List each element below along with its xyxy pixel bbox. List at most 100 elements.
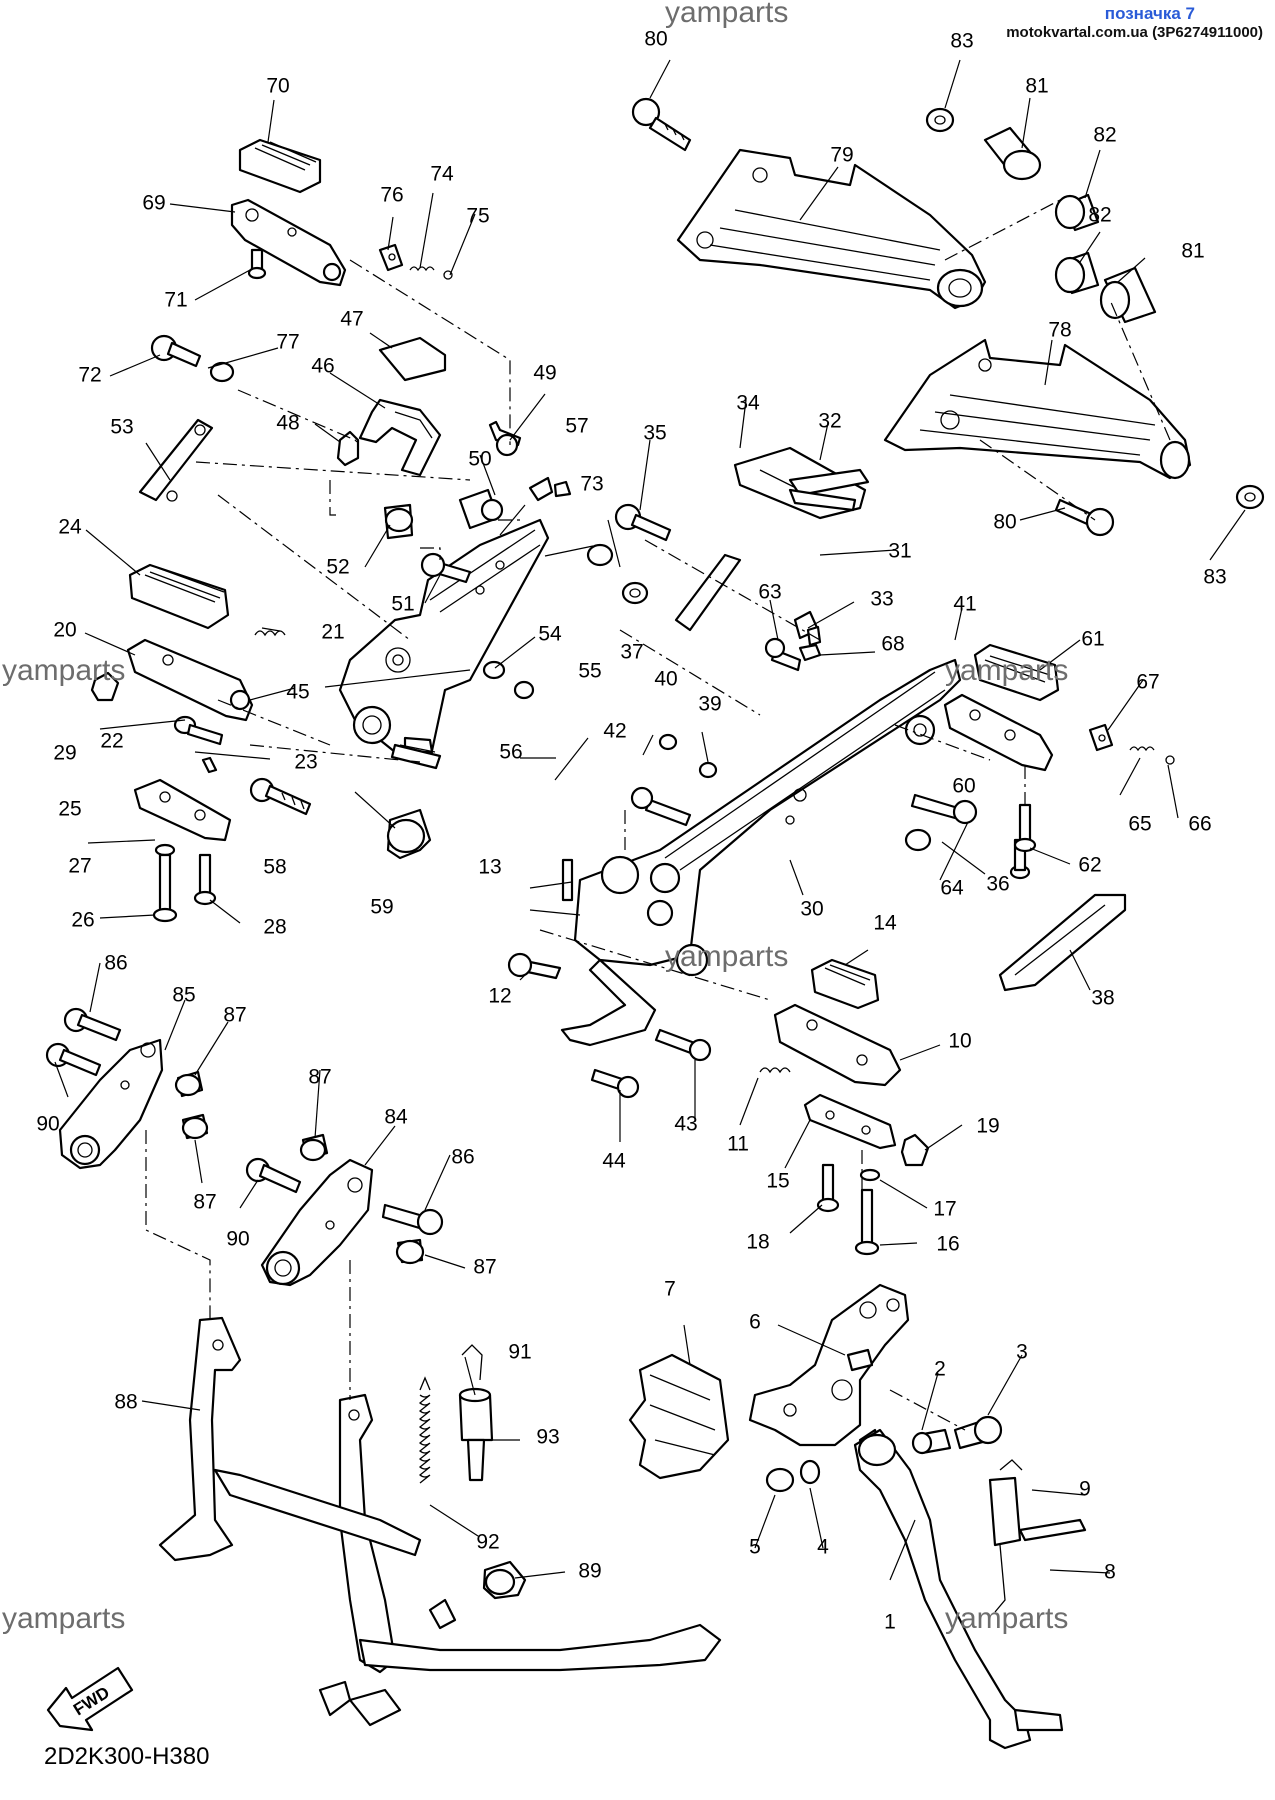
callout-9: 9 (1079, 1478, 1091, 1501)
callout-86-top: 86 (104, 952, 127, 975)
callout-70: 70 (266, 75, 289, 98)
callout-79: 79 (830, 144, 853, 167)
bolts-center (507, 503, 1031, 1099)
callout-2: 2 (934, 1358, 946, 1381)
bolts-80 (631, 97, 1115, 537)
callout-74: 74 (430, 163, 454, 186)
callout-78: 78 (1048, 319, 1071, 342)
callout-71: 71 (164, 289, 187, 312)
callout-55: 55 (578, 660, 601, 683)
fwd-arrow-icon: FWD (46, 1666, 134, 1732)
watermark: yamparts (945, 654, 1069, 687)
callout-40: 40 (654, 668, 677, 691)
main-frame-bracket-30 (560, 658, 962, 1047)
callout-86-right: 86 (451, 1146, 474, 1169)
callout-34: 34 (736, 392, 760, 415)
callout-16: 16 (936, 1233, 959, 1256)
leader-lines (54, 59, 1246, 1581)
callout-45: 45 (286, 681, 309, 704)
callout-87-right: 87 (473, 1256, 496, 1279)
callout-29: 29 (53, 742, 76, 765)
callout-67: 67 (1136, 671, 1159, 694)
callout-92: 92 (476, 1531, 499, 1554)
callout-31: 31 (888, 540, 911, 563)
callout-52: 52 (326, 556, 349, 579)
callout-87-top: 87 (223, 1004, 246, 1027)
bracket-lower-58-59 (249, 743, 442, 860)
bracket-45-main (338, 476, 554, 762)
callout-22: 22 (100, 730, 123, 753)
callout-10: 10 (948, 1030, 971, 1053)
callout-14: 14 (873, 912, 897, 935)
footrest-rubber-70 (238, 138, 322, 194)
callout-27: 27 (68, 855, 91, 878)
callout-12: 12 (488, 985, 511, 1008)
callout-25: 25 (58, 798, 81, 821)
rear-footrest-bracket-79 (676, 148, 987, 310)
plate-53 (138, 418, 214, 502)
callout-68: 68 (881, 633, 904, 656)
bolts-86-87-90-left (45, 1007, 209, 1140)
centre-stand-88 (158, 1316, 722, 1727)
bolts-small-top-left (150, 243, 453, 383)
callout-28: 28 (263, 916, 286, 939)
footrest-24-assembly (90, 563, 286, 842)
callout-73: 73 (580, 473, 603, 496)
watermark: yamparts (945, 1602, 1069, 1635)
nuts-washers-left-bracket (383, 480, 614, 754)
callout-42: 42 (603, 720, 626, 743)
plates-31-32 (674, 446, 870, 647)
callout-61: 61 (1081, 628, 1104, 651)
footrest-14-10-assembly (759, 958, 930, 1256)
callout-90-center: 90 (226, 1228, 249, 1251)
callout-51: 51 (391, 593, 414, 616)
callout-24: 24 (58, 516, 82, 539)
side-stand-assembly (628, 1283, 1087, 1750)
callout-80-top: 80 (644, 28, 667, 51)
source-reference: motokvartal.com.ua (3P6274911000) (1006, 24, 1263, 41)
callout-3: 3 (1016, 1341, 1028, 1364)
bracket-84 (245, 1133, 444, 1287)
callout-41: 41 (953, 593, 976, 616)
callout-91: 91 (508, 1341, 531, 1364)
callout-83-top: 83 (950, 30, 973, 53)
callout-64: 64 (940, 877, 964, 900)
callout-26: 26 (71, 909, 94, 932)
bracket-85 (58, 1038, 164, 1170)
rear-footrest-bracket-78 (883, 338, 1192, 480)
callout-83-bottom: 83 (1203, 566, 1226, 589)
footrest-60-61 (943, 643, 1175, 853)
callout-8: 8 (1104, 1561, 1116, 1584)
callout-48: 48 (276, 412, 299, 435)
watermark: yamparts (665, 940, 789, 973)
callout-13: 13 (478, 856, 501, 879)
callout-53: 53 (110, 416, 133, 439)
callout-87-left: 87 (193, 1191, 216, 1214)
callout-54: 54 (538, 623, 562, 646)
watermark: yamparts (2, 1602, 126, 1635)
callout-69: 69 (142, 192, 165, 215)
callout-90-left: 90 (36, 1113, 59, 1136)
callout-81-top: 81 (1025, 75, 1048, 98)
callout-58: 58 (263, 856, 286, 879)
callout-36: 36 (986, 873, 1009, 896)
alignment-lines (145, 199, 1171, 1431)
callout-77: 77 (276, 331, 299, 354)
callout-35: 35 (643, 422, 666, 445)
diagram-code: 2D2K300-H380 (44, 1743, 210, 1770)
callout-60: 60 (952, 775, 975, 798)
callout-5: 5 (749, 1536, 761, 1559)
callout-82-top: 82 (1093, 124, 1116, 147)
callout-82-bottom: 82 (1088, 204, 1111, 227)
callout-18: 18 (746, 1231, 769, 1254)
heel-plate-38 (998, 893, 1127, 992)
callout-56: 56 (499, 741, 522, 764)
callout-66: 66 (1188, 813, 1211, 836)
callout-72: 72 (78, 364, 101, 387)
watermark: yamparts (2, 654, 126, 687)
callout-30: 30 (800, 898, 823, 921)
callout-33: 33 (870, 588, 893, 611)
watermark: yamparts (665, 0, 789, 29)
